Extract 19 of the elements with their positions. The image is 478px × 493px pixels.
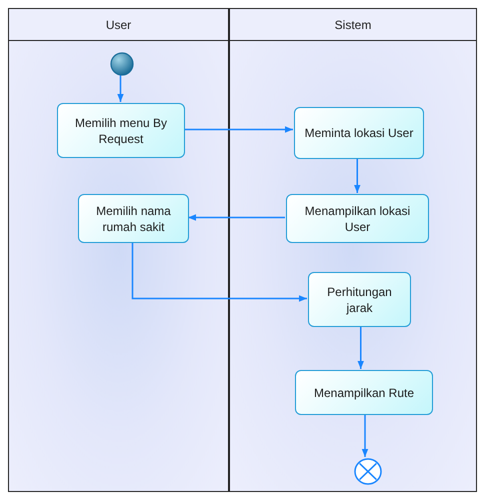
arrow [188,214,285,221]
activity-box: Meminta lokasi User [294,107,424,159]
arrow [117,75,124,102]
lane-header: User [9,9,228,41]
activity-box: Menampilkan Rute [295,370,433,415]
final-node [354,458,382,485]
arrow [354,158,360,193]
initial-node [110,52,134,76]
activity-box: Memilih menu By Request [57,103,185,158]
arrow [132,242,307,302]
lane-header: Sistem [230,9,476,41]
arrow [358,326,364,369]
swimlane [229,8,477,492]
arrow [184,126,293,133]
activity-box: Memilih nama rumah sakit [78,194,189,243]
arrow [362,414,368,457]
swimlane [8,8,229,492]
activity-box: Perhitungan jarak [308,272,411,327]
activity-box: Menampilkan lokasi User [286,194,429,243]
